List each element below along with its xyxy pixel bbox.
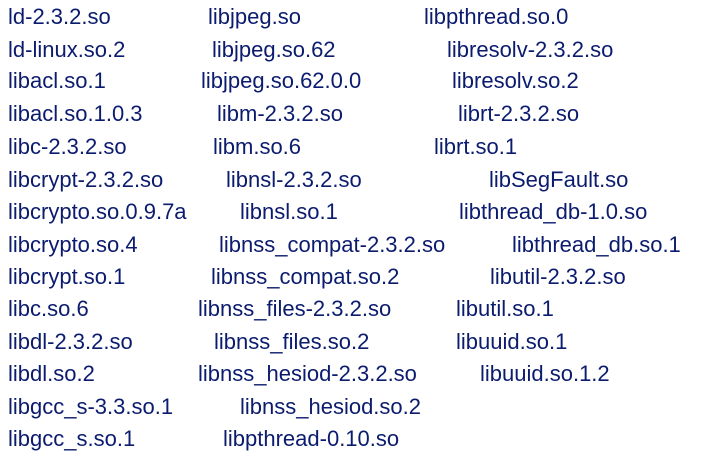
file-name: ld-2.3.2.so bbox=[8, 4, 111, 29]
file-name: libutil-2.3.2.so bbox=[490, 264, 626, 289]
file-name: libjpeg.so.62 bbox=[212, 37, 336, 62]
file-name: libpthread.so.0 bbox=[424, 4, 569, 29]
file-name: libnss_files.so.2 bbox=[214, 329, 370, 354]
file-name: libjpeg.so bbox=[208, 4, 301, 29]
file-name: libthread_db.so.1 bbox=[512, 232, 681, 257]
file-name: ld-linux.so.2 bbox=[8, 37, 126, 62]
file-name: libuuid.so.1.2 bbox=[480, 361, 610, 386]
file-name: libcrypto.so.0.9.7a bbox=[8, 199, 187, 224]
file-name: libdl-2.3.2.so bbox=[8, 329, 133, 354]
file-name: libthread_db-1.0.so bbox=[459, 199, 648, 224]
file-name: libgcc_s-3.3.so.1 bbox=[8, 394, 174, 419]
file-name: libgcc_s.so.1 bbox=[8, 426, 136, 451]
file-name: libnsl.so.1 bbox=[240, 199, 338, 224]
file-name: libnss_hesiod-2.3.2.so bbox=[198, 361, 417, 386]
file-name: libnss_compat-2.3.2.so bbox=[219, 232, 446, 257]
file-name: libpthread-0.10.so bbox=[223, 426, 400, 451]
file-name: librt.so.1 bbox=[434, 134, 518, 159]
file-name: libacl.so.1 bbox=[8, 68, 106, 93]
file-name: libnss_compat.so.2 bbox=[211, 264, 400, 289]
file-name: libcrypt-2.3.2.so bbox=[8, 167, 164, 192]
file-name: libnss_files-2.3.2.so bbox=[198, 296, 392, 321]
file-name: libacl.so.1.0.3 bbox=[8, 101, 143, 126]
file-name: libm.so.6 bbox=[213, 134, 302, 159]
file-name: libnss_hesiod.so.2 bbox=[240, 394, 422, 419]
file-name: libresolv-2.3.2.so bbox=[447, 37, 614, 62]
file-name: libc-2.3.2.so bbox=[8, 134, 127, 159]
file-name: libdl.so.2 bbox=[8, 361, 95, 386]
file-name: librt-2.3.2.so bbox=[458, 101, 580, 126]
file-name: libSegFault.so bbox=[489, 167, 629, 192]
file-name: libjpeg.so.62.0.0 bbox=[201, 68, 362, 93]
file-name: libcrypt.so.1 bbox=[8, 264, 126, 289]
file-name: libutil.so.1 bbox=[456, 296, 554, 321]
file-name: libresolv.so.2 bbox=[452, 68, 579, 93]
file-name: libuuid.so.1 bbox=[456, 329, 568, 354]
file-name: libm-2.3.2.so bbox=[217, 101, 343, 126]
file-name: libcrypto.so.4 bbox=[8, 232, 138, 257]
file-name: libnsl-2.3.2.so bbox=[226, 167, 362, 192]
file-name: libc.so.6 bbox=[8, 296, 89, 321]
